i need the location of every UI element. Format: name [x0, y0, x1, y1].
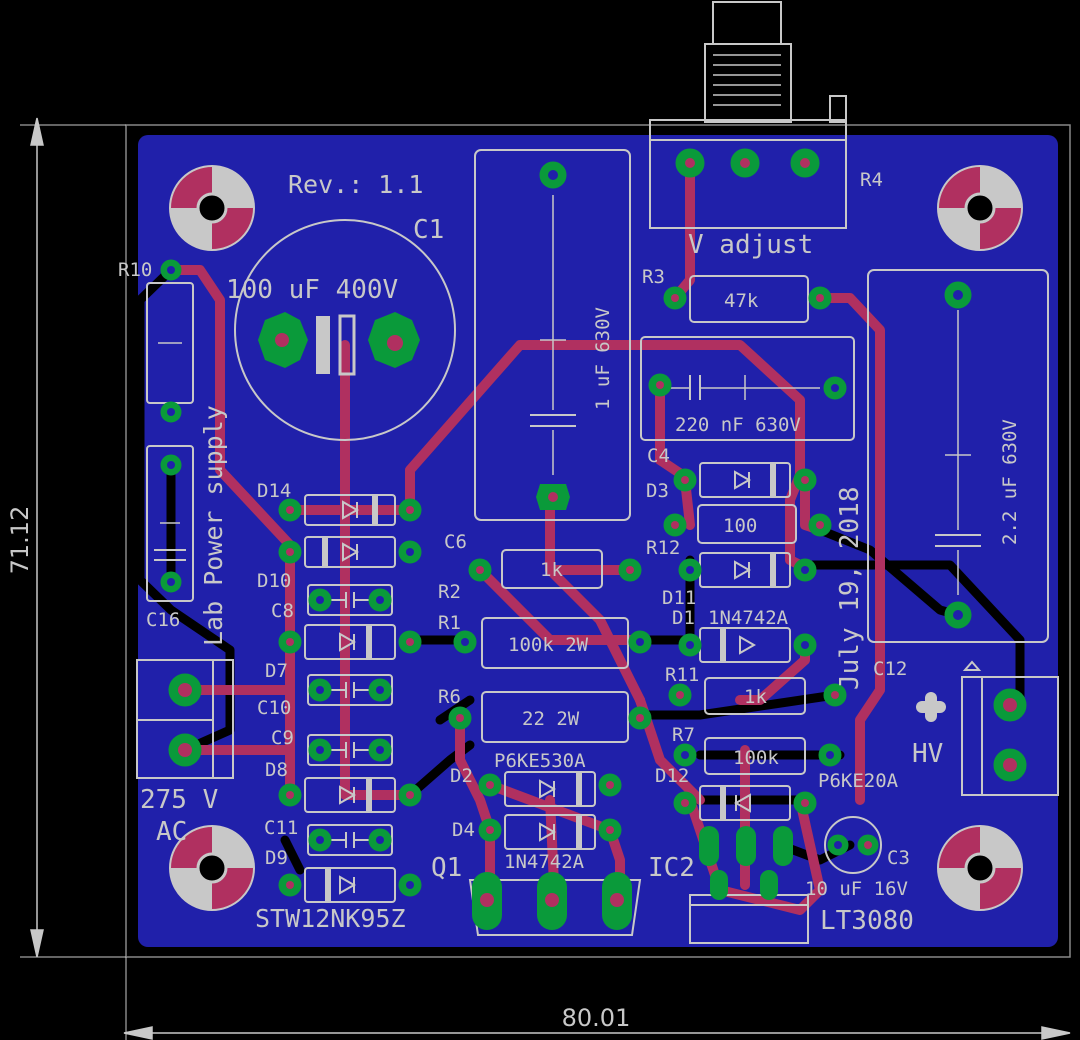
- c1-value: 100 uF 400V: [226, 275, 398, 305]
- d12-value: P6KE20A: [818, 770, 899, 792]
- c3-value: 10 uF 16V: [805, 878, 908, 900]
- small-part-bodies: [304, 462, 791, 903]
- c8-ref: C8: [271, 600, 294, 622]
- revision-label: Rev.: 1.1: [288, 170, 423, 199]
- terminal-block-output: [961, 660, 1059, 796]
- c10-ref: C10: [257, 697, 291, 719]
- c4-ref: C4: [647, 445, 670, 467]
- input-sub-label: AC: [156, 817, 187, 847]
- dimension-height: [20, 117, 126, 958]
- dimension-width-label: 80.01: [562, 1004, 631, 1032]
- r6-value: 22 2W: [522, 708, 580, 730]
- ic2-outline: [689, 894, 809, 944]
- cap-2u2-value: 2.2 uF 630V: [999, 419, 1021, 545]
- cap-1uf-value: 1 uF 630V: [592, 307, 614, 410]
- r12-value: 100: [723, 515, 757, 537]
- r11-value: 1k: [744, 686, 767, 708]
- input-label: 275 V: [140, 785, 218, 815]
- cap-symbols: [330, 592, 370, 848]
- mounting-hole-tr: [937, 165, 1023, 251]
- r10-ref: R10: [118, 259, 152, 281]
- d2-ref: D2: [450, 765, 473, 787]
- diode-symbols: [339, 470, 757, 895]
- c3-outline: [824, 816, 882, 874]
- dimension-width: [123, 957, 1071, 1040]
- c11-ref: C11: [264, 817, 298, 839]
- r7-ref: R7: [672, 724, 695, 746]
- d9-ref: D9: [265, 847, 288, 869]
- r1-value: 100k 2W: [508, 634, 589, 656]
- plus-icon: [916, 692, 946, 722]
- board-name: Lab Power supply: [199, 405, 228, 646]
- r12-ref: R12: [646, 537, 680, 559]
- output-label: HV: [912, 739, 943, 769]
- mounting-hole-bl: [169, 825, 255, 911]
- r3-ref: R3: [642, 266, 665, 288]
- mounting-hole-tl: [169, 165, 255, 251]
- r3-value: 47k: [724, 290, 759, 312]
- d3-ref: D3: [646, 480, 669, 502]
- mounting-hole-br: [937, 825, 1023, 911]
- c1-ref: C1: [413, 215, 444, 245]
- board-date: July 19, 2018: [835, 487, 865, 691]
- r1-ref: R1: [438, 612, 461, 634]
- ic2-ref: IC2: [648, 853, 695, 883]
- d11-ref: D11: [662, 587, 696, 609]
- q1-value: STW12NK95Z: [255, 904, 406, 933]
- r6-ref: R6: [438, 686, 461, 708]
- c3-ref: C3: [887, 847, 910, 869]
- silkscreen-text: Rev.: 1.1 C1 100 uF 400V 1 uF 630V R4 V …: [118, 169, 1021, 936]
- q1-ref: Q1: [431, 853, 462, 883]
- d2-value: P6KE530A: [494, 750, 586, 772]
- terminal-block-input: [136, 659, 234, 779]
- c12-ref: C12: [873, 658, 907, 680]
- diode-bands: [322, 463, 776, 902]
- r11-ref: R11: [665, 664, 699, 686]
- d7-ref: D7: [265, 660, 288, 682]
- cap-220nf-value: 220 nF 630V: [675, 414, 801, 436]
- pad-holes-blue: [167, 170, 963, 889]
- c6-ref: C6: [444, 531, 467, 553]
- capacitor-outlines: [146, 149, 1049, 643]
- r4-value: V adjust: [688, 230, 813, 260]
- r4-ref: R4: [860, 169, 883, 191]
- d8-ref: D8: [265, 759, 288, 781]
- r7-value: 100k: [733, 747, 779, 769]
- electrolytic-c1-body: [316, 314, 356, 376]
- d10-ref: D10: [257, 570, 291, 592]
- r2-value: 1k: [540, 559, 563, 581]
- d4-ref: D4: [452, 819, 475, 841]
- ic2-value: LT3080: [820, 906, 914, 936]
- d4-value: 1N4742A: [504, 851, 585, 873]
- r2-ref: R2: [438, 581, 461, 603]
- c16-ref: C16: [146, 609, 180, 631]
- pad-drills: [178, 158, 1017, 907]
- d1-value: 1N4742A: [708, 607, 789, 629]
- resistor-bodies: [481, 275, 809, 775]
- dimension-height-label: 71.12: [6, 506, 34, 575]
- d1-ref: D1: [672, 607, 695, 629]
- pads-oblong: [472, 826, 793, 930]
- c9-ref: C9: [271, 727, 294, 749]
- mounting-holes: [169, 165, 1023, 911]
- board-outline: [125, 124, 1071, 958]
- d12-ref: D12: [655, 765, 689, 787]
- potentiometer-r4: [649, 1, 847, 229]
- d14-ref: D14: [257, 480, 291, 502]
